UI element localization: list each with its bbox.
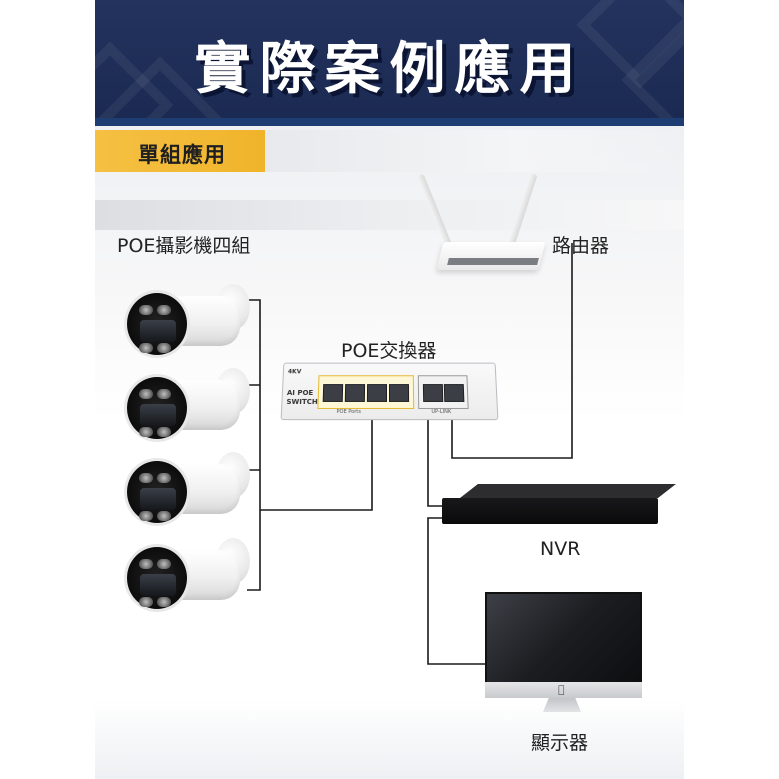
page-title: 實際案例應用: [194, 37, 585, 102]
poe-port: [344, 384, 366, 402]
camera-2: [124, 366, 254, 446]
camera-bus-line: [247, 299, 373, 591]
section-tag-label: 單組應用: [138, 143, 226, 167]
bullet-camera-icon: [124, 290, 190, 358]
poe-port-group: [317, 375, 415, 409]
monitor-chin: [485, 682, 642, 698]
poe-ports-label: POE Ports: [336, 408, 361, 416]
bullet-camera-icon: [124, 458, 190, 526]
nvr-label: NVR: [540, 538, 581, 560]
switch-name-line1: AI POE: [286, 389, 314, 397]
nvr-link-line: [427, 418, 442, 507]
monitor-screen: [485, 592, 642, 684]
nvr-recorder-icon: [442, 484, 676, 528]
section-tag-fade: [265, 130, 684, 172]
switch-name-line2: SWITCH: [286, 397, 318, 406]
poe-port: [366, 384, 388, 402]
router-antenna: [416, 173, 455, 253]
camera-1: [124, 282, 254, 362]
header-banner: 實際案例應用: [95, 0, 684, 118]
poe-port: [322, 384, 344, 402]
monitor-icon: : [485, 592, 642, 718]
switch-brand: 4KV: [287, 368, 302, 376]
apple-logo-icon: : [558, 683, 565, 696]
router-uplink-line: [451, 243, 573, 459]
section-tag: [95, 130, 265, 172]
bullet-camera-icon: [124, 544, 190, 612]
camera-3: [124, 450, 254, 530]
wifi-router-icon: [416, 168, 548, 278]
uplink-port: [443, 384, 465, 402]
router-label: 路由器: [552, 235, 610, 257]
nvr-front: [442, 498, 658, 524]
switch-label: POE交換器: [341, 340, 437, 362]
uplink-label: UP-LINK: [431, 408, 452, 416]
poe-switch-icon: 4KV AI POE SWITCH POE Ports UP-LINK: [280, 362, 499, 421]
header-strip: [95, 118, 684, 126]
poe-port: [388, 384, 410, 402]
section-band: [95, 200, 684, 230]
camera-4: [124, 536, 254, 616]
uplink-port-group: [417, 375, 469, 409]
router-trim: [447, 258, 539, 265]
monitor-link-line: [427, 517, 485, 665]
cameras-label: POE攝影機四組: [117, 235, 251, 257]
uplink-port: [422, 384, 444, 402]
router-body: [436, 242, 546, 270]
bullet-camera-icon: [124, 374, 190, 442]
monitor-label: 顯示器: [531, 732, 589, 754]
monitor-stand: [543, 698, 581, 712]
nvr-top: [460, 484, 676, 498]
